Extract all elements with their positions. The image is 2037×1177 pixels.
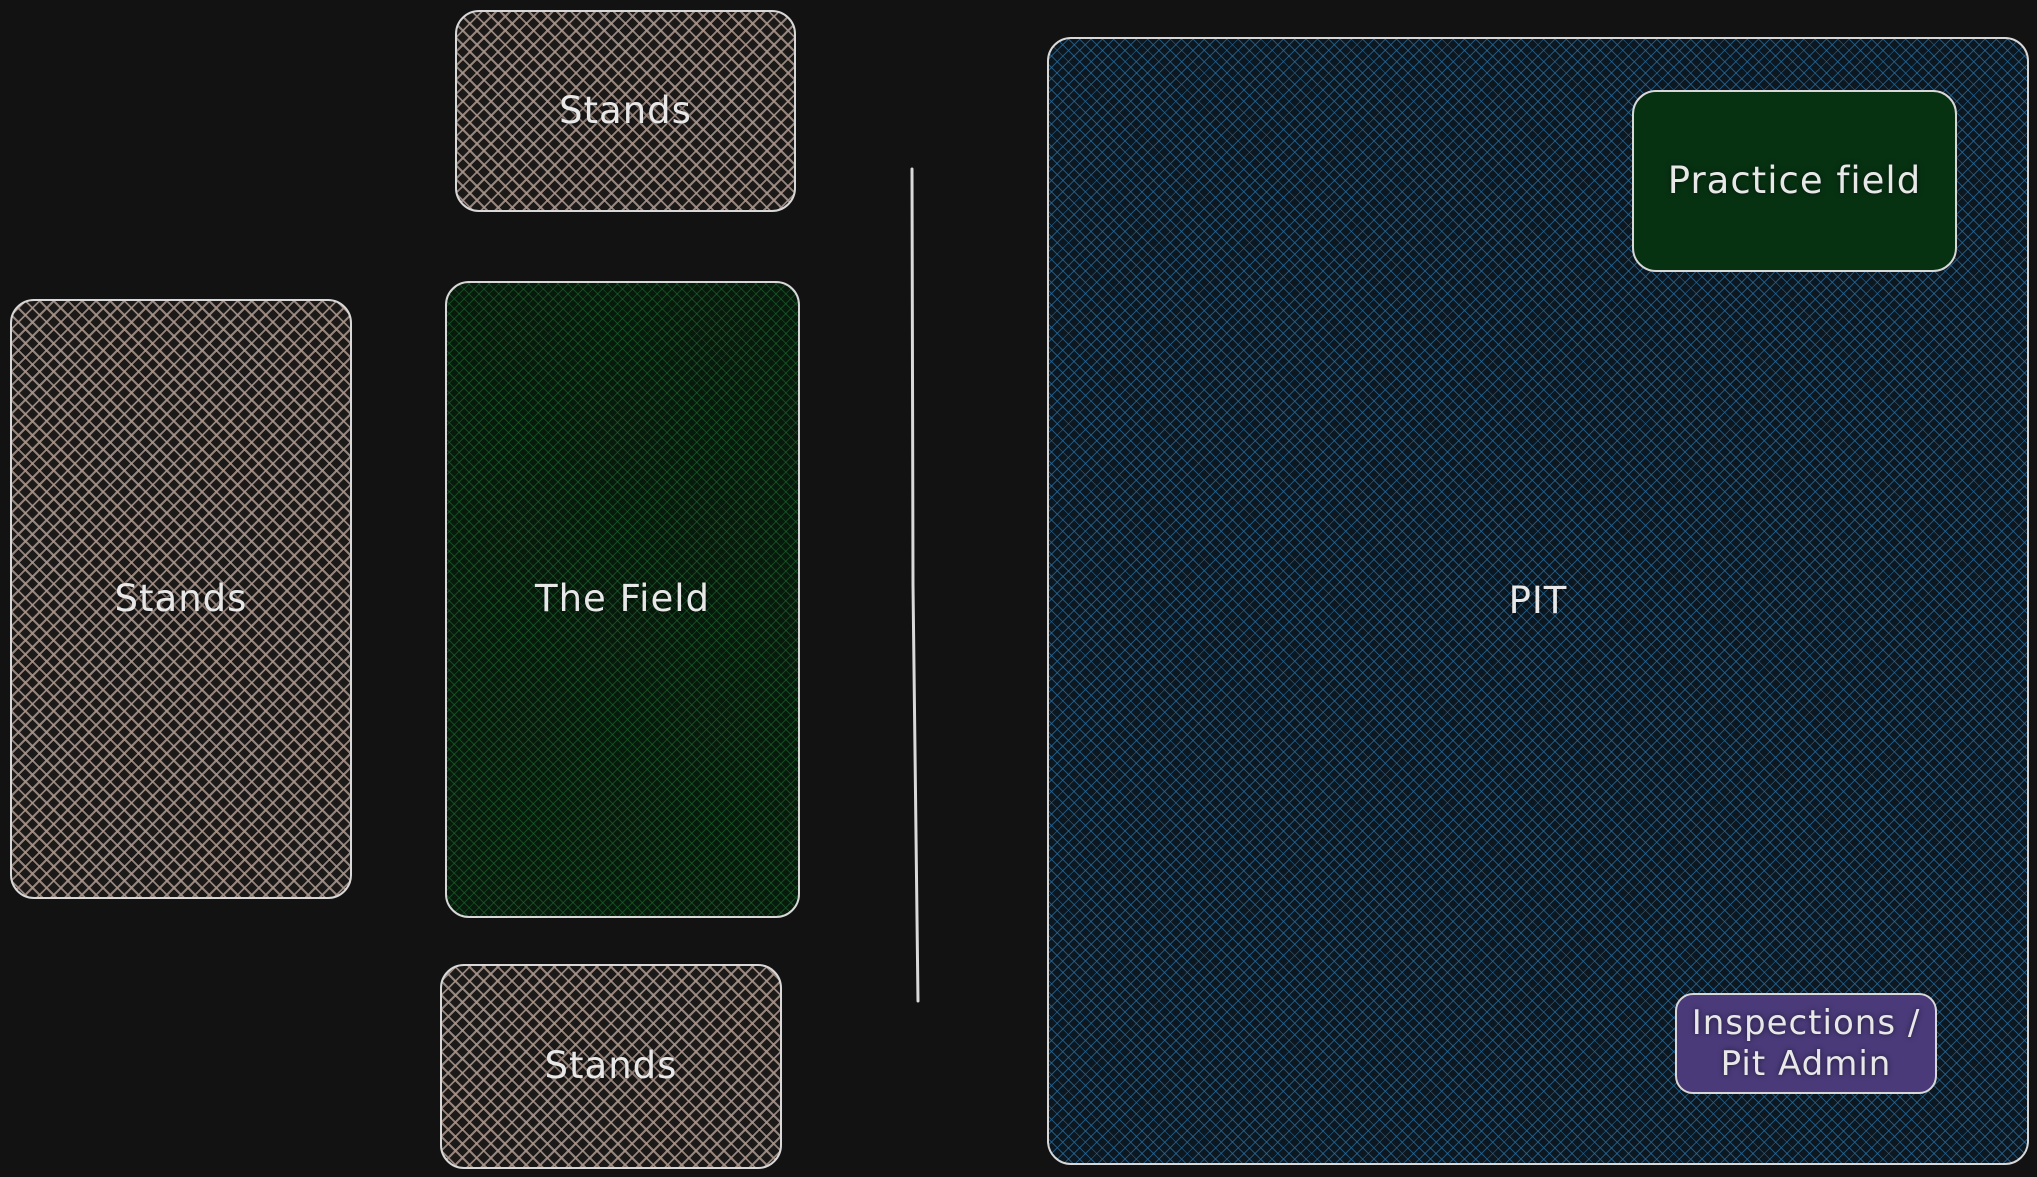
field-label: The Field: [535, 577, 710, 621]
stands-bottom-label: Stands: [544, 1044, 678, 1088]
practice-field-box[interactable]: Practice field: [1632, 90, 1957, 272]
stands-bottom-box[interactable]: Stands: [440, 964, 782, 1169]
stands-left-box[interactable]: Stands: [10, 299, 352, 899]
stands-left-label: Stands: [114, 576, 248, 620]
inspections-box[interactable]: Inspections / Pit Admin: [1675, 993, 1937, 1094]
field-box[interactable]: The Field: [445, 281, 800, 918]
pit-label: PIT: [1508, 578, 1568, 622]
inspections-label: Inspections / Pit Admin: [1691, 1002, 1921, 1084]
stands-top-label: Stands: [559, 88, 692, 132]
stands-top-box[interactable]: Stands: [455, 10, 796, 212]
practice-field-label: Practice field: [1667, 158, 1922, 202]
divider-line: [910, 167, 920, 1003]
